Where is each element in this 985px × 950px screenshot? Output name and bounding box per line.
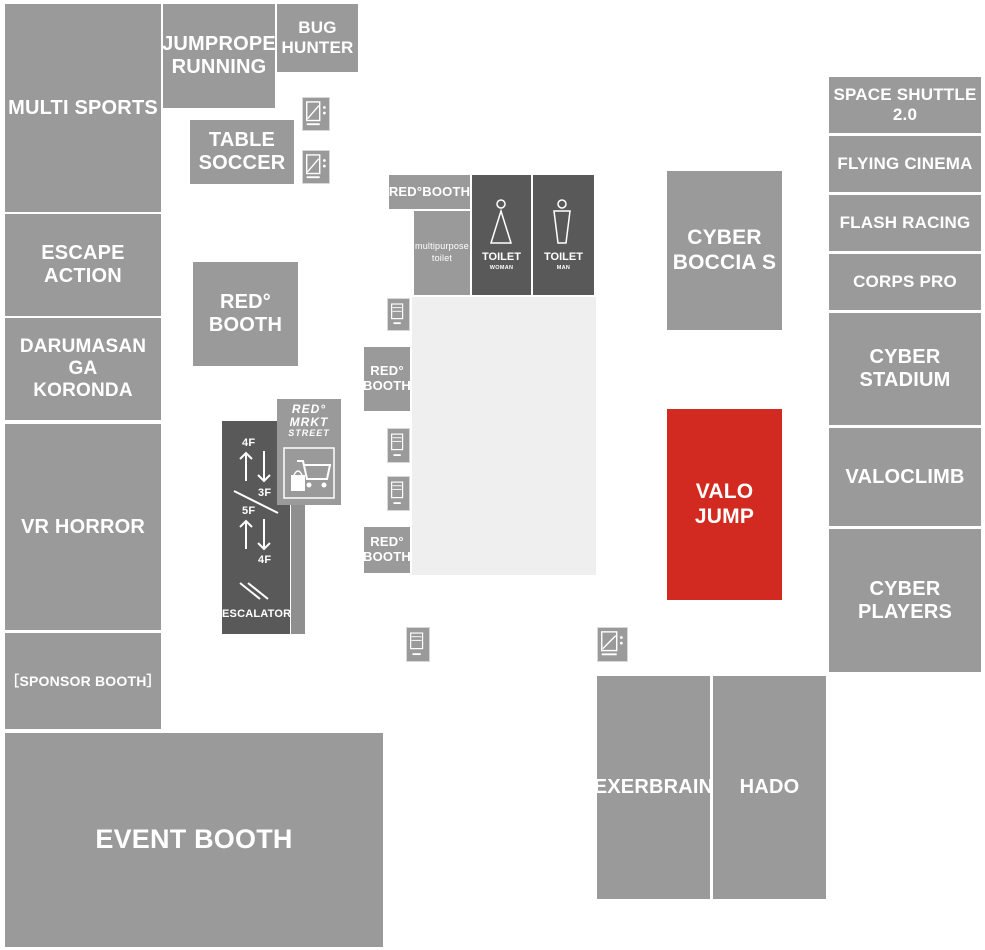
zone-label: CYBER (687, 226, 762, 250)
zone-label: CORPS PRO (853, 272, 957, 292)
zone-event-booth[interactable]: EVENT BOOTH (5, 733, 383, 947)
zone-sponsor-booth[interactable]: ［SPONSOR BOOTH］ (5, 633, 161, 729)
zone-label: EVENT BOOTH (95, 824, 293, 855)
woman-icon (489, 199, 513, 244)
vending-machine-icon (406, 627, 430, 662)
floor-label: 4F (258, 554, 272, 566)
toilet-label: TOILET (482, 251, 521, 263)
toilet-sub-label: WOMAN (489, 265, 514, 271)
zone-valoclimb[interactable]: VALOCLIMB (829, 428, 981, 526)
zone-label: RED° (370, 363, 404, 379)
zone-label: MULTI SPORTS (8, 96, 158, 119)
zone-flying-cinema[interactable]: FLYING CINEMA (829, 136, 981, 192)
zone-label: ESCAPE (41, 242, 125, 264)
zone-label: BOOTH (363, 549, 411, 564)
zone-label: VR HORROR (20, 515, 146, 538)
vending-machine-icon (387, 298, 410, 331)
zone-red-booth-large[interactable]: RED°BOOTH (193, 262, 298, 366)
zone-label: RED° (219, 291, 272, 313)
zone-label: PLAYERS (857, 600, 953, 623)
escalator[interactable]: 4F 3F 5F 4F ESCALATOR (222, 421, 292, 634)
zone-label: BUG (298, 18, 337, 38)
escalator-arrows-icon (233, 451, 279, 600)
zone-label: BOOTH (208, 314, 283, 336)
toilet-man[interactable]: TOILET MAN (533, 175, 594, 295)
floor-label: 5F (242, 505, 256, 517)
shopping-cart-icon (283, 447, 335, 499)
zone-label: ACTION (44, 265, 122, 287)
zone-multi-sports[interactable]: MULTI SPORTS (5, 4, 161, 212)
red-market-street[interactable]: RED° MRKT STREET (277, 399, 341, 505)
zone-space-shuttle[interactable]: SPACE SHUTTLE 2.0 (829, 77, 981, 133)
zone-red-booth-mid[interactable]: RED°BOOTH (363, 347, 411, 411)
zone-label: toilet (431, 253, 453, 263)
zone-label: SOCCER (198, 152, 286, 174)
floor-label: 4F (242, 437, 256, 449)
vending-machine-icon (387, 476, 410, 511)
floor-label: 3F (258, 487, 272, 499)
zone-label: RED° (370, 534, 404, 550)
zone-label: HUNTER (281, 38, 354, 57)
zone-label: SPACE SHUTTLE 2.0 (833, 85, 977, 124)
zone-label: VALO (695, 480, 754, 504)
central-plaza (412, 297, 596, 575)
zone-red-booth-low[interactable]: RED°BOOTH (363, 527, 411, 573)
zone-label: FLASH RACING (839, 213, 971, 233)
zone-flash-racing[interactable]: FLASH RACING (829, 195, 981, 251)
zone-label: BOOTH (363, 378, 411, 393)
toilet-sub-label: MAN (556, 265, 571, 271)
zone-label: multipurpose (415, 241, 469, 252)
zone-label: RUNNING (171, 56, 267, 78)
zone-label: FLYING CINEMA (837, 154, 973, 174)
pillar (291, 505, 305, 634)
zone-label: STADIUM (859, 369, 951, 391)
zone-label: VALOCLIMB (845, 465, 965, 488)
escalator-label: ESCALATOR (222, 608, 292, 620)
vending-machine-icon (387, 428, 410, 463)
zone-vr-horror[interactable]: VR HORROR (5, 424, 161, 630)
zone-hado[interactable]: HADO (713, 676, 826, 899)
zone-label: EXERBRAIN (593, 776, 714, 798)
zone-label: KORONDA (33, 379, 133, 401)
toilet-label: TOILET (544, 251, 583, 263)
zone-red-booth-top[interactable]: RED°BOOTH (389, 175, 470, 209)
zone-label: TABLE (208, 129, 276, 151)
zone-label: CYBER (869, 346, 941, 368)
zone-label: RED°BOOTH (388, 183, 471, 199)
zone-label: BOCCIA S (672, 250, 777, 274)
zone-label: CYBER (869, 577, 941, 600)
man-icon (553, 199, 571, 244)
market-logo: STREET (288, 428, 330, 438)
vending-machine-icon (597, 627, 628, 662)
zone-label: ［SPONSOR BOOTH］ (5, 672, 161, 689)
zone-exerbrain[interactable]: EXERBRAIN (594, 676, 713, 899)
vending-machine-icon (302, 150, 330, 184)
market-logo: RED° (291, 402, 327, 416)
vending-machine-icon (302, 97, 330, 131)
toilet-woman[interactable]: TOILET WOMAN (472, 175, 531, 295)
zone-label: JUMPROPE (162, 33, 276, 55)
zone-corps-pro[interactable]: CORPS PRO (829, 254, 981, 310)
zone-label: HADO (739, 776, 800, 798)
market-logo: MRKT (289, 415, 329, 429)
zone-label: DARUMASAN GA (19, 336, 147, 380)
zone-label: JUMP (694, 504, 755, 528)
